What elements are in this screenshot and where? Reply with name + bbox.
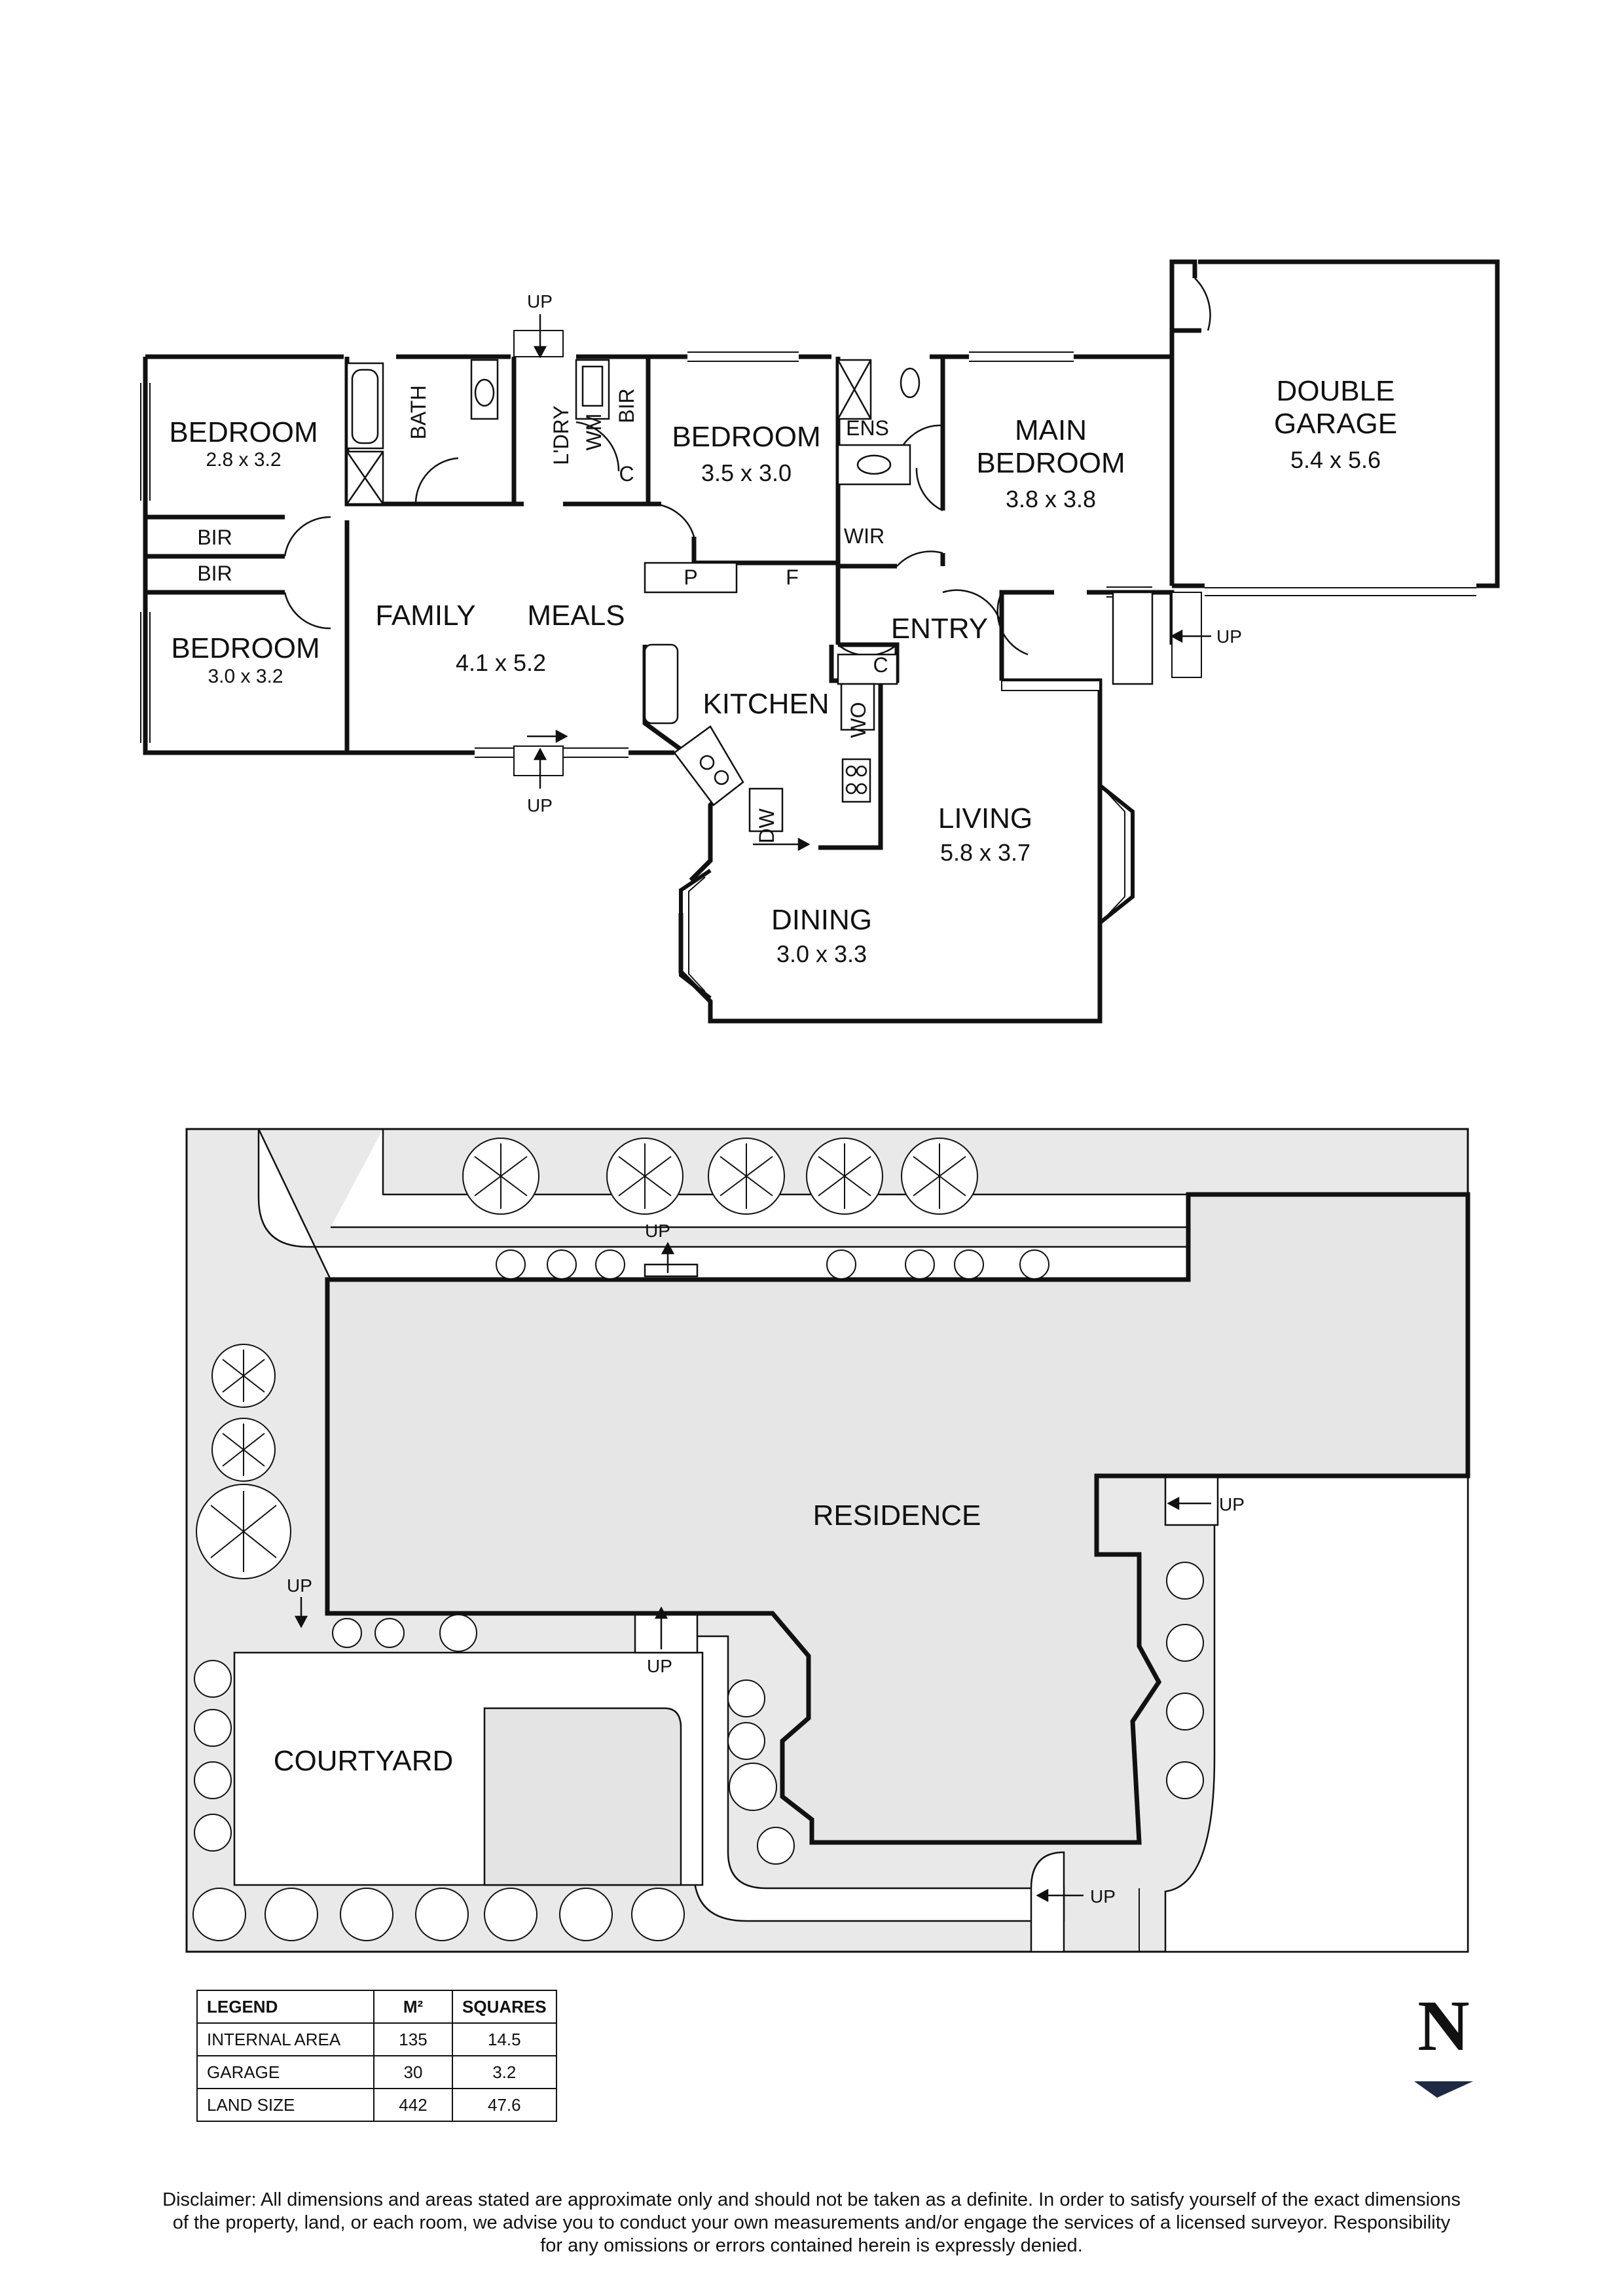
- tag-bir: BIR: [197, 526, 232, 549]
- up-label: UP: [1090, 1886, 1116, 1907]
- legend-cell: 14.5: [452, 2022, 557, 2056]
- disclaimer: Disclaimer: All dimensions and areas sta…: [65, 2189, 1558, 2257]
- disclaimer-line: of the property, land, or each room, we …: [172, 2212, 1451, 2233]
- courtyard-slab: [483, 1707, 682, 1886]
- tag-bir: BIR: [197, 562, 232, 585]
- room-label: ENTRY: [891, 613, 988, 645]
- up-label: UP: [527, 291, 553, 312]
- tag-laundry: L'DRY: [549, 406, 573, 465]
- step: [1030, 1851, 1065, 1953]
- legend-cell: 30: [373, 2055, 453, 2089]
- legend-cell: 47.6: [452, 2088, 557, 2122]
- garage-wall: [1169, 259, 1500, 588]
- legend-header: M²: [373, 1990, 453, 2024]
- tag-cupboard: C: [619, 462, 634, 486]
- north-letter: N: [1417, 1986, 1470, 2066]
- room-dims: 2.8 x 3.2: [206, 449, 281, 471]
- step: [634, 1612, 699, 1654]
- tag-wall-oven: WO: [847, 702, 870, 738]
- room-label: GARAGE: [1274, 408, 1397, 440]
- room-dims: 3.5 x 3.0: [701, 459, 792, 486]
- up-label: UP: [1219, 1494, 1245, 1515]
- table-row: GARAGE 30 3.2: [196, 2055, 557, 2089]
- room-label: DINING: [771, 904, 872, 936]
- tag-wm: WM: [582, 414, 606, 451]
- residence-label: RESIDENCE: [813, 1499, 981, 1532]
- legend-cell: 3.2: [452, 2055, 557, 2089]
- room-label: DOUBLE: [1277, 375, 1395, 407]
- north-indicator: N: [1408, 1990, 1480, 2094]
- room-label: BEDROOM: [171, 632, 319, 664]
- site-plan: UP UP UP UP UP RESIDENCE COURTYARD: [185, 1128, 1470, 1953]
- tag-fridge: F: [786, 565, 799, 589]
- room-dims: 4.1 x 5.2: [456, 649, 546, 676]
- table-row: LAND SIZE 442 47.6: [196, 2088, 557, 2122]
- up-label: UP: [287, 1575, 312, 1596]
- floor-plan: BEDROOM 2.8 x 3.2 BEDROOM 3.0 x 3.2 FAMI…: [140, 259, 1500, 1024]
- room-label: MAIN: [1015, 414, 1087, 446]
- room-label: FAMILY: [375, 600, 475, 632]
- legend-cell: GARAGE: [196, 2055, 374, 2089]
- tag-ens: ENS: [846, 416, 889, 440]
- tag-pantry: P: [684, 565, 697, 589]
- room-dims: 5.8 x 3.7: [940, 839, 1030, 866]
- room-dims: 3.0 x 3.3: [776, 941, 867, 967]
- legend-cell: LAND SIZE: [196, 2088, 374, 2122]
- table-row: INTERNAL AREA 135 14.5: [196, 2022, 557, 2056]
- tag-dishwasher: DW: [755, 808, 778, 844]
- tag-bir: BIR: [615, 388, 638, 423]
- room-label: KITCHEN: [702, 688, 829, 720]
- room-label: LIVING: [938, 802, 1032, 834]
- site-up-arrows: [294, 1242, 1211, 1903]
- south-path: [693, 1635, 1065, 1922]
- room-label: MEALS: [527, 600, 625, 632]
- room-label: BEDROOM: [976, 447, 1125, 479]
- tag-wir: WIR: [844, 524, 884, 548]
- tag-bath: BATH: [407, 386, 430, 440]
- windows: [140, 351, 1152, 1000]
- disclaimer-line: for any omissions or errors contained he…: [540, 2235, 1083, 2256]
- legend-header-row: LEGEND M² SQUARES: [196, 1990, 557, 2024]
- up-label: UP: [647, 1656, 672, 1676]
- disclaimer-line: Disclaimer: All dimensions and areas sta…: [162, 2189, 1461, 2210]
- residence-footprint: [325, 1192, 1470, 1845]
- room-label: BEDROOM: [169, 416, 318, 448]
- east-driveway: [1164, 1475, 1469, 1953]
- front-path: [257, 1128, 1193, 1281]
- courtyard-label: COURTYARD: [274, 1745, 454, 1777]
- legend-table: LEGEND M² SQUARES INTERNAL AREA 135 14.5…: [196, 1990, 557, 2122]
- up-label: UP: [1216, 626, 1242, 647]
- up-label: UP: [645, 1221, 670, 1241]
- up-label: UP: [527, 795, 553, 816]
- garage-door-arc: [1194, 278, 1211, 331]
- tag-cupboard: C: [873, 653, 888, 677]
- room-dims: 3.8 x 3.8: [1006, 486, 1096, 512]
- legend-cell: INTERNAL AREA: [196, 2022, 374, 2056]
- room-label: BEDROOM: [672, 421, 820, 453]
- trees: [192, 1138, 1204, 1941]
- legend-cell: 135: [373, 2022, 453, 2056]
- fixtures: [346, 359, 1154, 833]
- step: [644, 1263, 699, 1278]
- room-dims: 3.0 x 3.2: [208, 666, 283, 687]
- north-arrow-icon: [1414, 2081, 1473, 2098]
- legend-header: LEGEND: [196, 1990, 374, 2024]
- door-arcs: [283, 421, 1029, 656]
- legend-cell: 442: [373, 2088, 453, 2122]
- up-arrows: [527, 314, 1211, 852]
- legend-header: SQUARES: [452, 1990, 557, 2024]
- room-dims: 5.4 x 5.6: [1290, 446, 1381, 473]
